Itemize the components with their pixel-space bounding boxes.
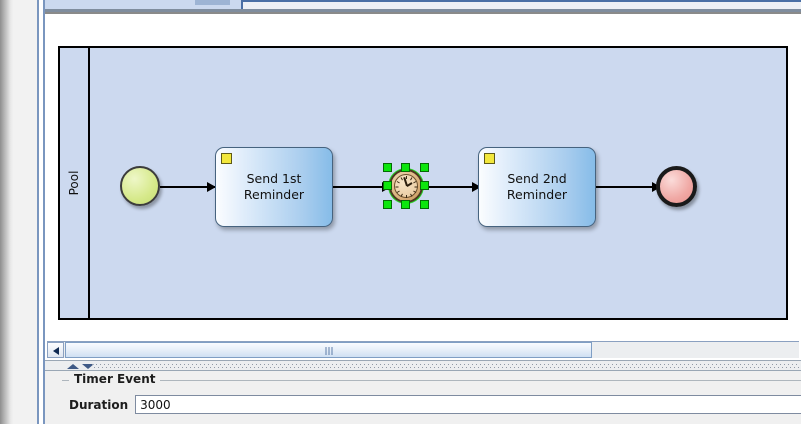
tab-strip-base-line	[45, 9, 801, 12]
task-label: Send 1st Reminder	[243, 171, 305, 202]
duration-field-row: Duration 3000	[69, 395, 801, 414]
resize-handle-ne[interactable]	[420, 163, 429, 172]
flow-task1-to-timer[interactable]	[333, 186, 391, 188]
resize-handle-nw[interactable]	[383, 163, 392, 172]
scroll-left-button[interactable]	[47, 342, 64, 358]
bpmn-end-event[interactable]	[656, 166, 697, 207]
flow-timer-to-task2[interactable]	[424, 186, 482, 188]
canvas-horizontal-scrollbar[interactable]	[47, 341, 799, 358]
resize-handle-e[interactable]	[420, 181, 429, 190]
tab-content-panel-top	[241, 0, 801, 11]
pool-label-lane: Pool	[60, 48, 90, 318]
editor-tab-strip[interactable]	[45, 0, 801, 11]
triangle-down-icon[interactable]	[82, 364, 94, 369]
window-frame-border-outer	[37, 0, 39, 424]
tab-selected-indicator[interactable]	[195, 0, 230, 5]
properties-group-title: Timer Event	[69, 372, 161, 386]
bpmn-intermediate-timer-event[interactable]	[383, 163, 429, 209]
bpmn-task-send-2nd-reminder[interactable]: Send 2nd Reminder	[478, 147, 596, 227]
properties-panel: Timer Event Duration 3000	[45, 371, 801, 424]
bpmn-start-event[interactable]	[120, 166, 160, 206]
scrollbar-grip-icon	[325, 347, 332, 355]
panel-splitter[interactable]	[45, 360, 801, 371]
window-frame-border-inner	[43, 0, 45, 424]
resize-handle-w[interactable]	[383, 181, 392, 190]
window-left-shadow	[0, 0, 14, 424]
splitter-grip-dots	[92, 364, 799, 368]
resize-handle-se[interactable]	[420, 200, 429, 209]
duration-input[interactable]: 3000	[135, 395, 801, 414]
message-marker-icon	[484, 153, 495, 164]
triangle-up-icon[interactable]	[67, 364, 79, 369]
window-frame-gap	[14, 0, 40, 424]
window-frame-inner	[39, 0, 43, 424]
bpmn-task-send-1st-reminder[interactable]: Send 1st Reminder	[215, 147, 333, 227]
duration-label: Duration	[69, 397, 129, 412]
message-marker-icon	[221, 153, 232, 164]
flow-task2-to-end[interactable]	[596, 186, 662, 188]
resize-handle-s[interactable]	[401, 200, 410, 209]
scrollbar-thumb[interactable]	[65, 342, 592, 358]
resize-handle-n[interactable]	[401, 163, 410, 172]
left-arrow-icon	[53, 347, 59, 355]
flow-start-to-task1[interactable]	[160, 186, 217, 188]
diagram-canvas[interactable]: Pool Send 1st Reminder	[45, 12, 801, 337]
properties-group: Timer Event Duration 3000	[62, 372, 801, 424]
clock-icon	[394, 174, 418, 198]
task-label: Send 2nd Reminder	[506, 171, 568, 202]
flow-timer-to-task2-arrowhead	[472, 182, 481, 192]
pool-label: Pool	[67, 170, 81, 196]
resize-handle-sw[interactable]	[383, 200, 392, 209]
flow-start-to-task1-arrowhead	[207, 182, 216, 192]
